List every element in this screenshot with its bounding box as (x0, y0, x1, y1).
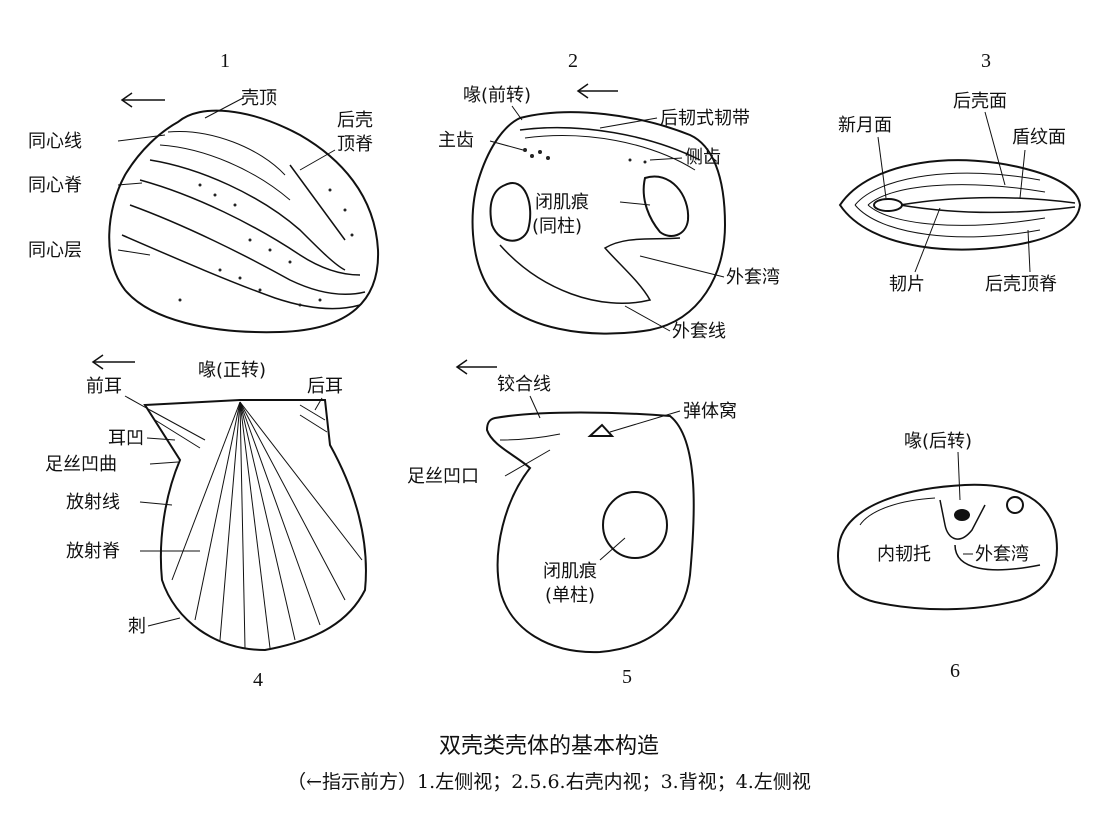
panel-6: 6 喙(后转) 内韧托 外套湾 (837, 431, 1058, 682)
lunule (873, 198, 903, 212)
label-auricular-sinus: 耳凹 (108, 428, 144, 449)
panel-5: 5 铰合线 弹体窝 足丝凹口 闭肌痕 (单柱) (407, 359, 737, 688)
beak-opening (1006, 496, 1024, 514)
label-isomyarian: (同柱) (532, 216, 582, 237)
label-posterior-umbonal-ridge: 后壳顶脊 (985, 274, 1057, 295)
chondrophore (939, 499, 986, 540)
single-adductor-scar (602, 491, 668, 559)
dorsal-view-outline (838, 159, 1082, 251)
anterior-adductor-scar (489, 182, 532, 242)
label-ligament-plate: 韧片 (889, 274, 925, 295)
radial-ribs (171, 401, 363, 649)
label-resilifer: 弹体窝 (683, 401, 737, 422)
label-beak-opisthogyrate: 喙(后转) (904, 431, 972, 452)
label-lunule: 新月面 (838, 115, 892, 136)
label-concentric-line: 同心线 (28, 131, 82, 152)
monomyarian-valve-outline (485, 411, 695, 654)
teeth-marks (523, 148, 647, 164)
panel-6-number: 6 (950, 660, 960, 682)
front-arrow-4 (91, 354, 135, 370)
label-radial-line: 放射线 (66, 492, 120, 513)
pallial-sinus-6 (954, 544, 1041, 571)
panel-5-number: 5 (622, 666, 632, 688)
panel-4-number: 4 (253, 669, 263, 691)
panel-2: 2 喙(前转) 后韧式韧带 主齿 侧齿 闭肌痕 (同柱) 外套湾 外套线 (438, 50, 780, 342)
panel-1: 1 壳顶 后壳 顶脊 同心线 同心脊 同心层 (28, 50, 380, 334)
posterior-umbonal-ridge (289, 164, 346, 241)
pallial-line (499, 237, 681, 304)
label-beak-prosogyrate: 喙(前转) (463, 85, 531, 106)
right-valve-outline-6 (837, 483, 1058, 611)
label-pallial-line: 外套线 (672, 321, 726, 342)
front-arrow-5 (455, 359, 497, 375)
label-posterior-ear: 后耳 (307, 376, 343, 397)
resilifer (587, 423, 615, 437)
label-pallial-sinus: 外套湾 (726, 267, 780, 288)
chondrophore-dark (954, 509, 970, 521)
label-escutcheon: 盾纹面 (1012, 127, 1066, 148)
label-umbo: 壳顶 (241, 88, 277, 109)
label-posterior-surface: 后壳面 (953, 91, 1007, 112)
panel-3-number: 3 (981, 50, 991, 72)
label-byssal-notch: 足丝凹口 (407, 466, 479, 487)
label-byssal-sinus: 足丝凹曲 (45, 454, 117, 475)
label-concentric-ridge: 同心脊 (28, 175, 82, 196)
front-arrow-1 (120, 92, 165, 108)
label-umbonal-ridge: 顶脊 (337, 134, 373, 155)
label-pallial-sinus-6: 外套湾 (975, 544, 1029, 565)
label-beak-orthogyrate: 喙(正转) (198, 360, 266, 381)
label-cardinal-teeth: 主齿 (438, 130, 474, 151)
label-chondrophore: 内韧托 (877, 544, 931, 565)
label-monomyarian: (单柱) (545, 585, 595, 606)
label-hinge-line: 铰合线 (497, 374, 551, 395)
right-valve-outline-2 (471, 111, 727, 335)
label-spine: 刺 (128, 616, 146, 637)
label-lateral-teeth: 侧齿 (685, 147, 721, 168)
front-arrow-2 (576, 83, 618, 99)
growth-lines-3 (854, 172, 1076, 238)
auricle-hatching (149, 404, 328, 449)
panel-1-number: 1 (220, 50, 230, 72)
panel-2-number: 2 (568, 50, 578, 72)
label-ligament: 后韧式韧带 (660, 108, 750, 129)
label-radial-rib: 放射脊 (66, 541, 120, 562)
hinge-plate (519, 126, 701, 161)
label-concentric-layer: 同心层 (28, 240, 82, 261)
caption-subtitle: （←指示前方）1.左侧视；2.5.6.右壳内视；3.背视；4.左侧视 (287, 771, 811, 793)
label-posterior-1: 后壳 (337, 110, 373, 131)
label-adductor-scar: 闭肌痕 (535, 192, 589, 213)
posterior-adductor-scar (642, 175, 690, 237)
label-adductor-scar-5: 闭肌痕 (543, 561, 597, 582)
concentric-layers (121, 130, 366, 310)
label-anterior-ear: 前耳 (86, 376, 122, 397)
shell-texture (178, 183, 354, 307)
caption-title: 双壳类壳体的基本构造 (438, 734, 659, 759)
panel-3: 3 后壳面 新月面 盾纹面 韧片 后壳顶脊 (838, 50, 1082, 295)
panel-4: 4 喙(正转) 前耳 后耳 耳凹 足丝凹曲 (45, 354, 367, 691)
